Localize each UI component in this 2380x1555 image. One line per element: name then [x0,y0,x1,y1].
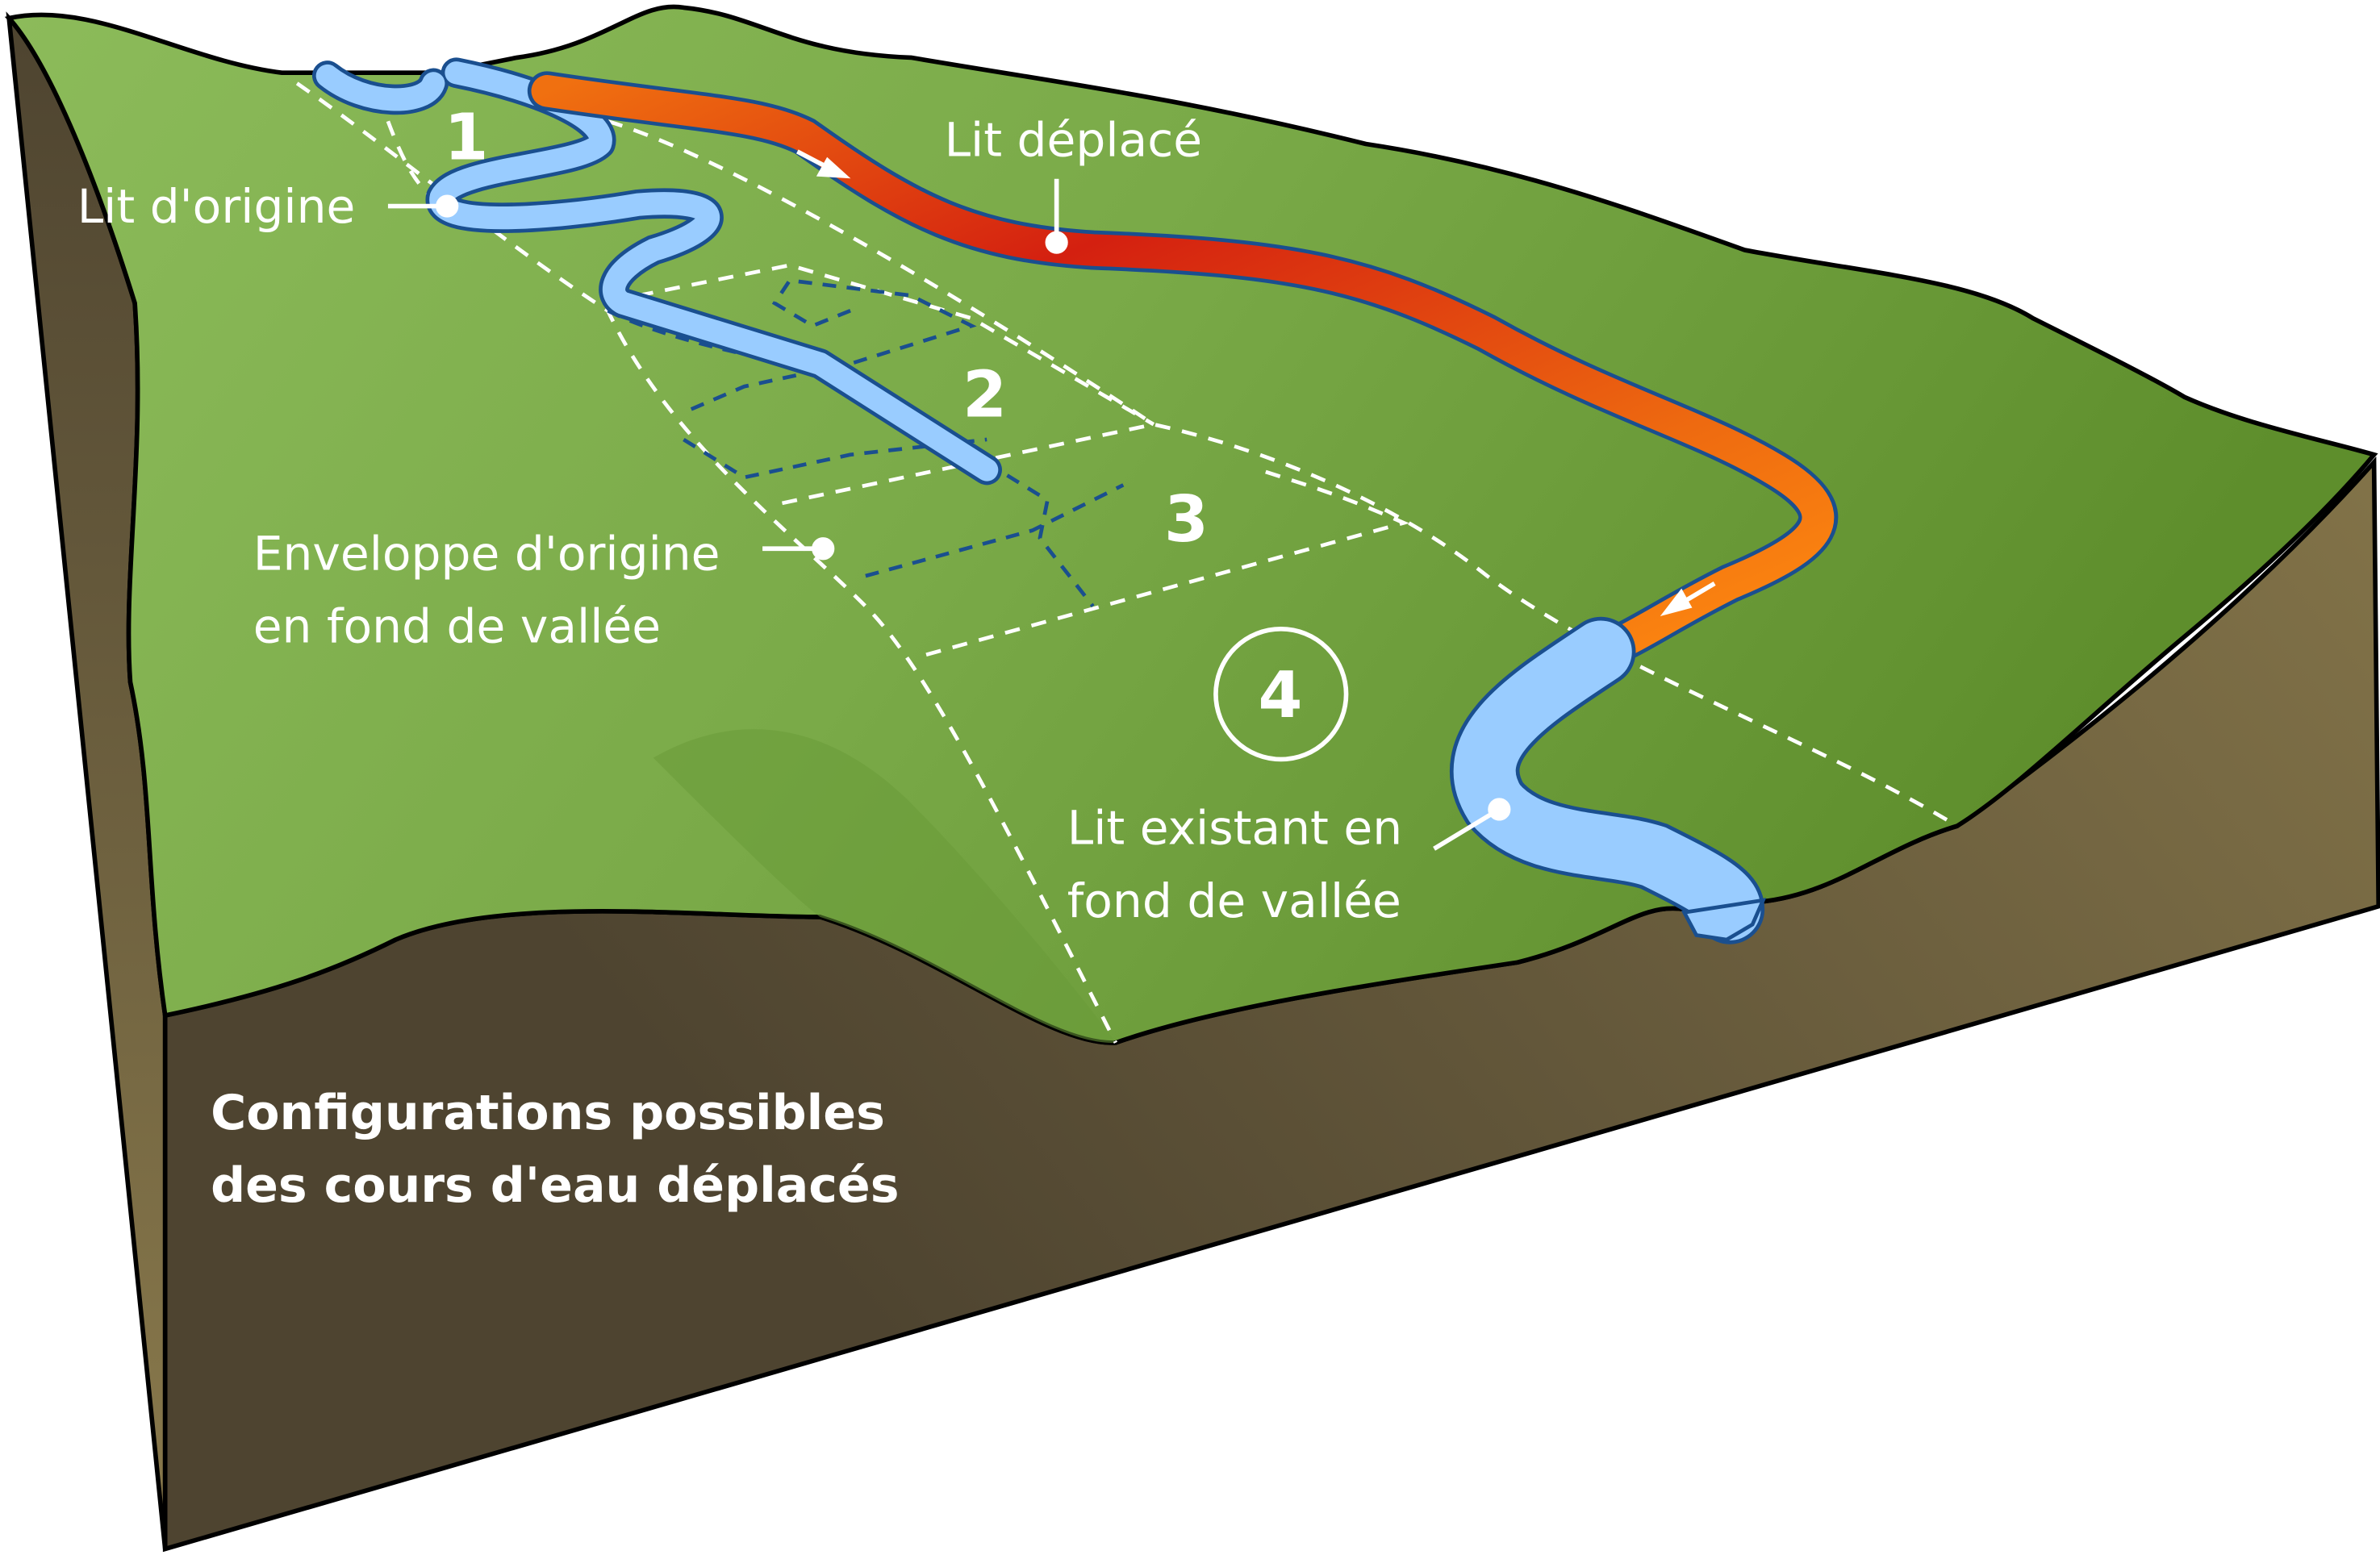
existing-bed-label-line2: fond de vallée [1067,873,1401,928]
zone-2-label: 2 [962,358,1007,432]
zone-4-circle [1213,627,1349,762]
existing-river [1450,616,1765,944]
envelope-label-line1: Enveloppe d'origine [253,527,720,582]
original-river [311,57,1002,486]
zone-3-label: 3 [1164,482,1209,557]
diverted-river [527,71,1838,672]
original-bed-label: Lit d'origine [77,179,356,234]
zone-4-label: 4 [1259,658,1303,732]
slope-shadow [653,729,1116,1043]
valley-surface [4,4,2378,1045]
zone-1-label: 1 [444,100,488,174]
diagram-title-line1: Configurations possibles [211,1085,885,1141]
river-mouth [1681,898,1767,942]
existing-bed-label-line1: Lit existant en [1067,801,1402,856]
flow-arrows [795,149,1716,617]
diagram-title-line2: des cours d'eau déplacés [211,1157,899,1214]
diverted-bed-label: Lit déplacé [945,113,1203,168]
callout-leaders [387,178,1511,851]
envelope-label-line2: en fond de vallée [253,599,661,654]
